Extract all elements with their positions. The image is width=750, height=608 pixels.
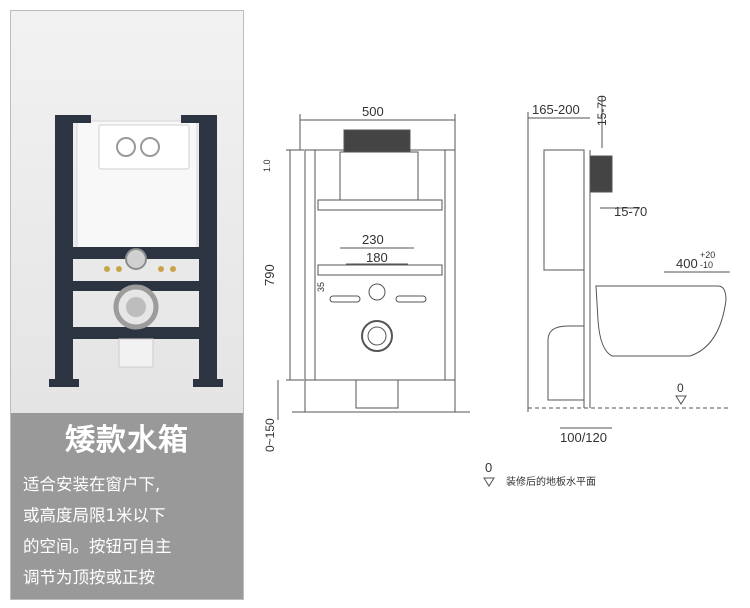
drain-pipe xyxy=(118,338,154,368)
label-bottom-depth: 100/120 xyxy=(560,430,607,445)
label-180: 180 xyxy=(366,250,388,265)
label-toilet-height: 400 xyxy=(676,256,698,271)
screw-icon xyxy=(116,266,122,272)
frame-foot-left xyxy=(49,379,79,387)
label-bottom-range: 0~150 xyxy=(263,418,277,452)
water-inlet-icon xyxy=(125,248,147,270)
frame-top-right-bracket xyxy=(181,115,217,123)
description-line: 或高度局限1米以下 xyxy=(23,506,166,525)
frame-crossbar-lower xyxy=(55,327,217,339)
legend-floor-mark-icon xyxy=(483,477,495,487)
frame-top-left-bracket xyxy=(55,115,91,123)
front-slot-left xyxy=(329,295,361,303)
product-card: 矮款水箱 适合安装在窗户下, 或高度局限1米以下 的空间。按钮可自主 调节为顶按… xyxy=(10,10,244,600)
product-caption: 矮款水箱 适合安装在窗户下, 或高度局限1米以下 的空间。按钮可自主 调节为顶按… xyxy=(11,413,243,599)
legend-text: 装修后的地板水平面 xyxy=(506,475,596,488)
label-top-range: 165-200 xyxy=(532,102,580,117)
front-crossbar-top xyxy=(317,199,443,211)
product-title: 矮款水箱 xyxy=(65,423,189,458)
legend-zero: 0 xyxy=(485,460,492,475)
flush-button-right-icon xyxy=(140,137,160,157)
screw-icon xyxy=(170,266,176,272)
label-35: 35 xyxy=(316,282,326,292)
front-slot-right xyxy=(395,295,427,303)
front-cistern xyxy=(339,151,419,201)
side-cistern xyxy=(543,149,585,271)
drain-hole-icon xyxy=(126,297,146,317)
product-photo xyxy=(11,11,243,413)
screw-icon xyxy=(158,266,164,272)
side-flush-box xyxy=(589,155,613,193)
side-waste-pipe xyxy=(547,325,585,401)
label-230: 230 xyxy=(362,232,384,247)
label-width: 500 xyxy=(362,104,384,119)
front-crossbar-mid xyxy=(317,264,443,276)
product-illustration xyxy=(49,115,223,387)
screw-icon xyxy=(104,266,110,272)
flush-button-left-icon xyxy=(116,137,136,157)
label-tolerance-plus: +20 xyxy=(700,250,715,260)
label-top-vertical: 15-70 xyxy=(595,95,609,126)
frame-foot-right xyxy=(193,379,223,387)
label-tolerance-minus: -10 xyxy=(700,260,713,270)
label-top-small: 1.0 xyxy=(262,159,272,172)
front-drain-icon xyxy=(361,320,393,352)
description-line: 调节为顶按或正按 xyxy=(23,568,155,587)
front-drain-pipe xyxy=(355,379,399,409)
side-toilet-bowl xyxy=(595,285,727,357)
label-mid-range: 15-70 xyxy=(614,204,647,219)
label-floor-zero: 0 xyxy=(677,381,684,395)
label-height: 790 xyxy=(262,264,277,286)
front-flush-panel xyxy=(343,129,411,153)
description-line: 适合安装在窗户下, xyxy=(23,475,161,494)
front-drain-inner-icon xyxy=(367,326,387,346)
description-line: 的空间。按钮可自主 xyxy=(23,537,172,556)
floor-level-mark-icon xyxy=(675,395,687,405)
product-description: 适合安装在窗户下, 或高度局限1米以下 的空间。按钮可自主 调节为顶按或正按 xyxy=(23,469,237,593)
front-inlet-icon xyxy=(368,283,386,301)
